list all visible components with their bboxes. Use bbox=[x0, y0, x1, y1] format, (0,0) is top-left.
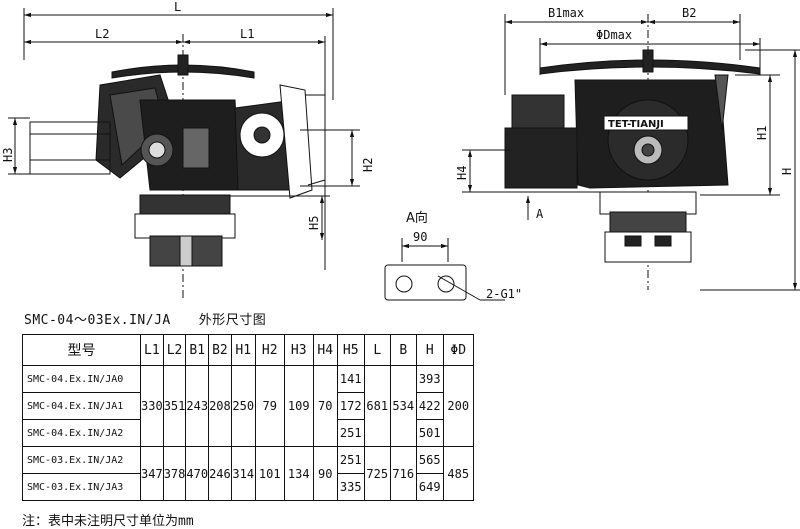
value-cell: 330 bbox=[140, 365, 164, 447]
value-cell: 485 bbox=[442, 446, 474, 501]
nameplate-text: TET-TIANJI bbox=[608, 119, 664, 130]
value-cell: 314 bbox=[230, 446, 256, 501]
dim-H4: H4 bbox=[455, 166, 469, 180]
value-cell: 681 bbox=[363, 365, 391, 447]
header-cell: H1 bbox=[230, 334, 256, 366]
outline-drawing: L L2 L1 H3 H2 H5 bbox=[1, 0, 800, 301]
model-cell: SMC-04.Ex.IN/JA0 bbox=[22, 365, 141, 393]
value-cell: 470 bbox=[185, 446, 210, 501]
view-arrow-A: A bbox=[536, 207, 544, 221]
front-view bbox=[8, 8, 360, 300]
footnote: 注：表中未注明尺寸单位为mm bbox=[22, 514, 194, 529]
table-header-row: 型号 L1 L2 B1 B2 H1 H2 H3 H4 H5 L B H ΦD bbox=[22, 334, 474, 366]
front-view-labels: L L2 L1 H3 H2 H5 bbox=[1, 0, 375, 230]
header-cell: B bbox=[389, 334, 417, 366]
header-cell: L bbox=[363, 334, 391, 366]
dim-H: H bbox=[780, 168, 794, 175]
header-cell: B1 bbox=[185, 334, 210, 366]
view-A-labels: A向 90 2-G1" bbox=[406, 210, 522, 301]
value-cell: 246 bbox=[208, 446, 232, 501]
value-cell: 70 bbox=[312, 365, 338, 447]
header-cell: H2 bbox=[254, 334, 285, 366]
dim-L: L bbox=[174, 0, 181, 14]
side-view bbox=[462, 14, 800, 291]
value-cell: 351 bbox=[162, 365, 187, 447]
table-row: SMC-04.Ex.IN/JA1 172 422 bbox=[22, 392, 474, 420]
dim-H5: H5 bbox=[307, 216, 321, 230]
value-cell: 200 bbox=[442, 365, 474, 447]
header-cell: H3 bbox=[283, 334, 314, 366]
caption-model-range: SMC-04～03Ex.IN/JA bbox=[24, 313, 171, 328]
header-cell: H bbox=[415, 334, 444, 366]
table-row: SMC-03.Ex.IN/JA2 347 378 470 246 314 101… bbox=[22, 446, 474, 501]
view-A-title: A向 bbox=[406, 210, 428, 226]
value-cell: 378 bbox=[162, 446, 187, 501]
value-cell: 250 bbox=[230, 365, 256, 447]
dim-L1: L1 bbox=[240, 27, 254, 41]
table-row: SMC-04.Ex.IN/JA0 330 351 243 208 250 79 … bbox=[22, 365, 474, 447]
header-cell: H4 bbox=[312, 334, 338, 366]
header-cell: ΦD bbox=[442, 334, 474, 366]
value-cell: 172 bbox=[336, 392, 365, 420]
dimension-table: 型号 L1 L2 B1 B2 H1 H2 H3 H4 H5 L B H ΦD S… bbox=[22, 334, 474, 501]
thread-label: 2-G1" bbox=[486, 287, 522, 301]
value-cell: 501 bbox=[415, 419, 444, 447]
header-cell: B2 bbox=[208, 334, 232, 366]
header-cell: 型号 bbox=[22, 334, 141, 366]
value-cell: 335 bbox=[336, 473, 365, 501]
figure-caption: SMC-04～03Ex.IN/JA 外形尺寸图 bbox=[24, 309, 266, 328]
value-cell: 251 bbox=[336, 446, 365, 474]
view-A bbox=[384, 238, 505, 301]
value-cell: 534 bbox=[389, 365, 417, 447]
value-cell: 422 bbox=[415, 392, 444, 420]
dim-H3: H3 bbox=[1, 148, 15, 162]
value-cell: 347 bbox=[140, 446, 164, 501]
dim-H2: H2 bbox=[361, 158, 375, 172]
value-cell: 725 bbox=[363, 446, 391, 501]
value-cell: 79 bbox=[254, 365, 285, 447]
value-cell: 716 bbox=[389, 446, 417, 501]
dim-90: 90 bbox=[413, 230, 427, 244]
value-cell: 393 bbox=[415, 365, 444, 393]
value-cell: 101 bbox=[254, 446, 285, 501]
side-view-labels: B1max B2 ΦDmax H1 H H4 A TET-TIANJI bbox=[455, 6, 794, 221]
value-cell: 141 bbox=[336, 365, 365, 393]
value-cell: 251 bbox=[336, 419, 365, 447]
header-cell: L2 bbox=[162, 334, 187, 366]
value-cell: 649 bbox=[415, 473, 444, 501]
dim-H1: H1 bbox=[755, 126, 769, 140]
dim-B2: B2 bbox=[682, 6, 696, 20]
value-cell: 109 bbox=[283, 365, 314, 447]
value-cell: 243 bbox=[185, 365, 210, 447]
value-cell: 90 bbox=[312, 446, 338, 501]
dim-B1max: B1max bbox=[548, 6, 584, 20]
value-cell: 134 bbox=[283, 446, 314, 501]
dim-Dmax: ΦDmax bbox=[596, 28, 632, 42]
header-cell: H5 bbox=[336, 334, 365, 366]
table-row: SMC-04.Ex.IN/JA2 251 501 bbox=[22, 419, 474, 447]
model-cell: SMC-03.Ex.IN/JA3 bbox=[22, 473, 141, 501]
value-cell: 208 bbox=[208, 365, 232, 447]
model-cell: SMC-04.Ex.IN/JA1 bbox=[22, 392, 141, 420]
model-cell: SMC-03.Ex.IN/JA2 bbox=[22, 446, 141, 474]
table-row: SMC-03.Ex.IN/JA3 335 649 bbox=[22, 473, 474, 501]
header-cell: L1 bbox=[140, 334, 164, 366]
value-cell: 565 bbox=[415, 446, 444, 474]
caption-title: 外形尺寸图 bbox=[198, 313, 267, 328]
model-cell: SMC-04.Ex.IN/JA2 bbox=[22, 419, 141, 447]
dim-L2: L2 bbox=[95, 27, 109, 41]
